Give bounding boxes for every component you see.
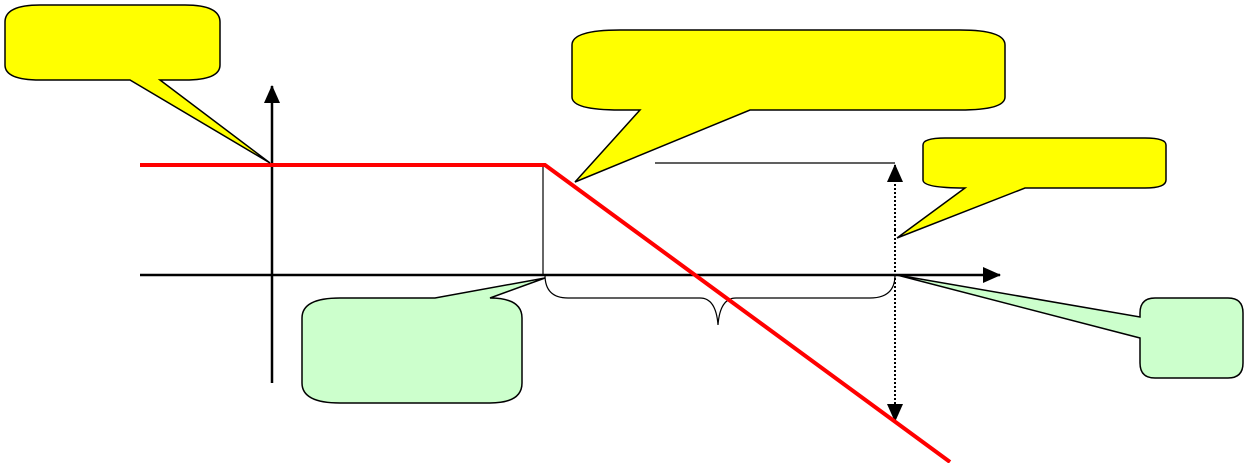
callout-right [896,137,1167,239]
brace [544,274,896,326]
callout-top-center [571,29,1006,183]
callout-top-left [4,4,271,164]
callout-bottom-right [896,274,1244,379]
callout-bottom-left [301,277,546,404]
payoff-line [140,163,952,463]
